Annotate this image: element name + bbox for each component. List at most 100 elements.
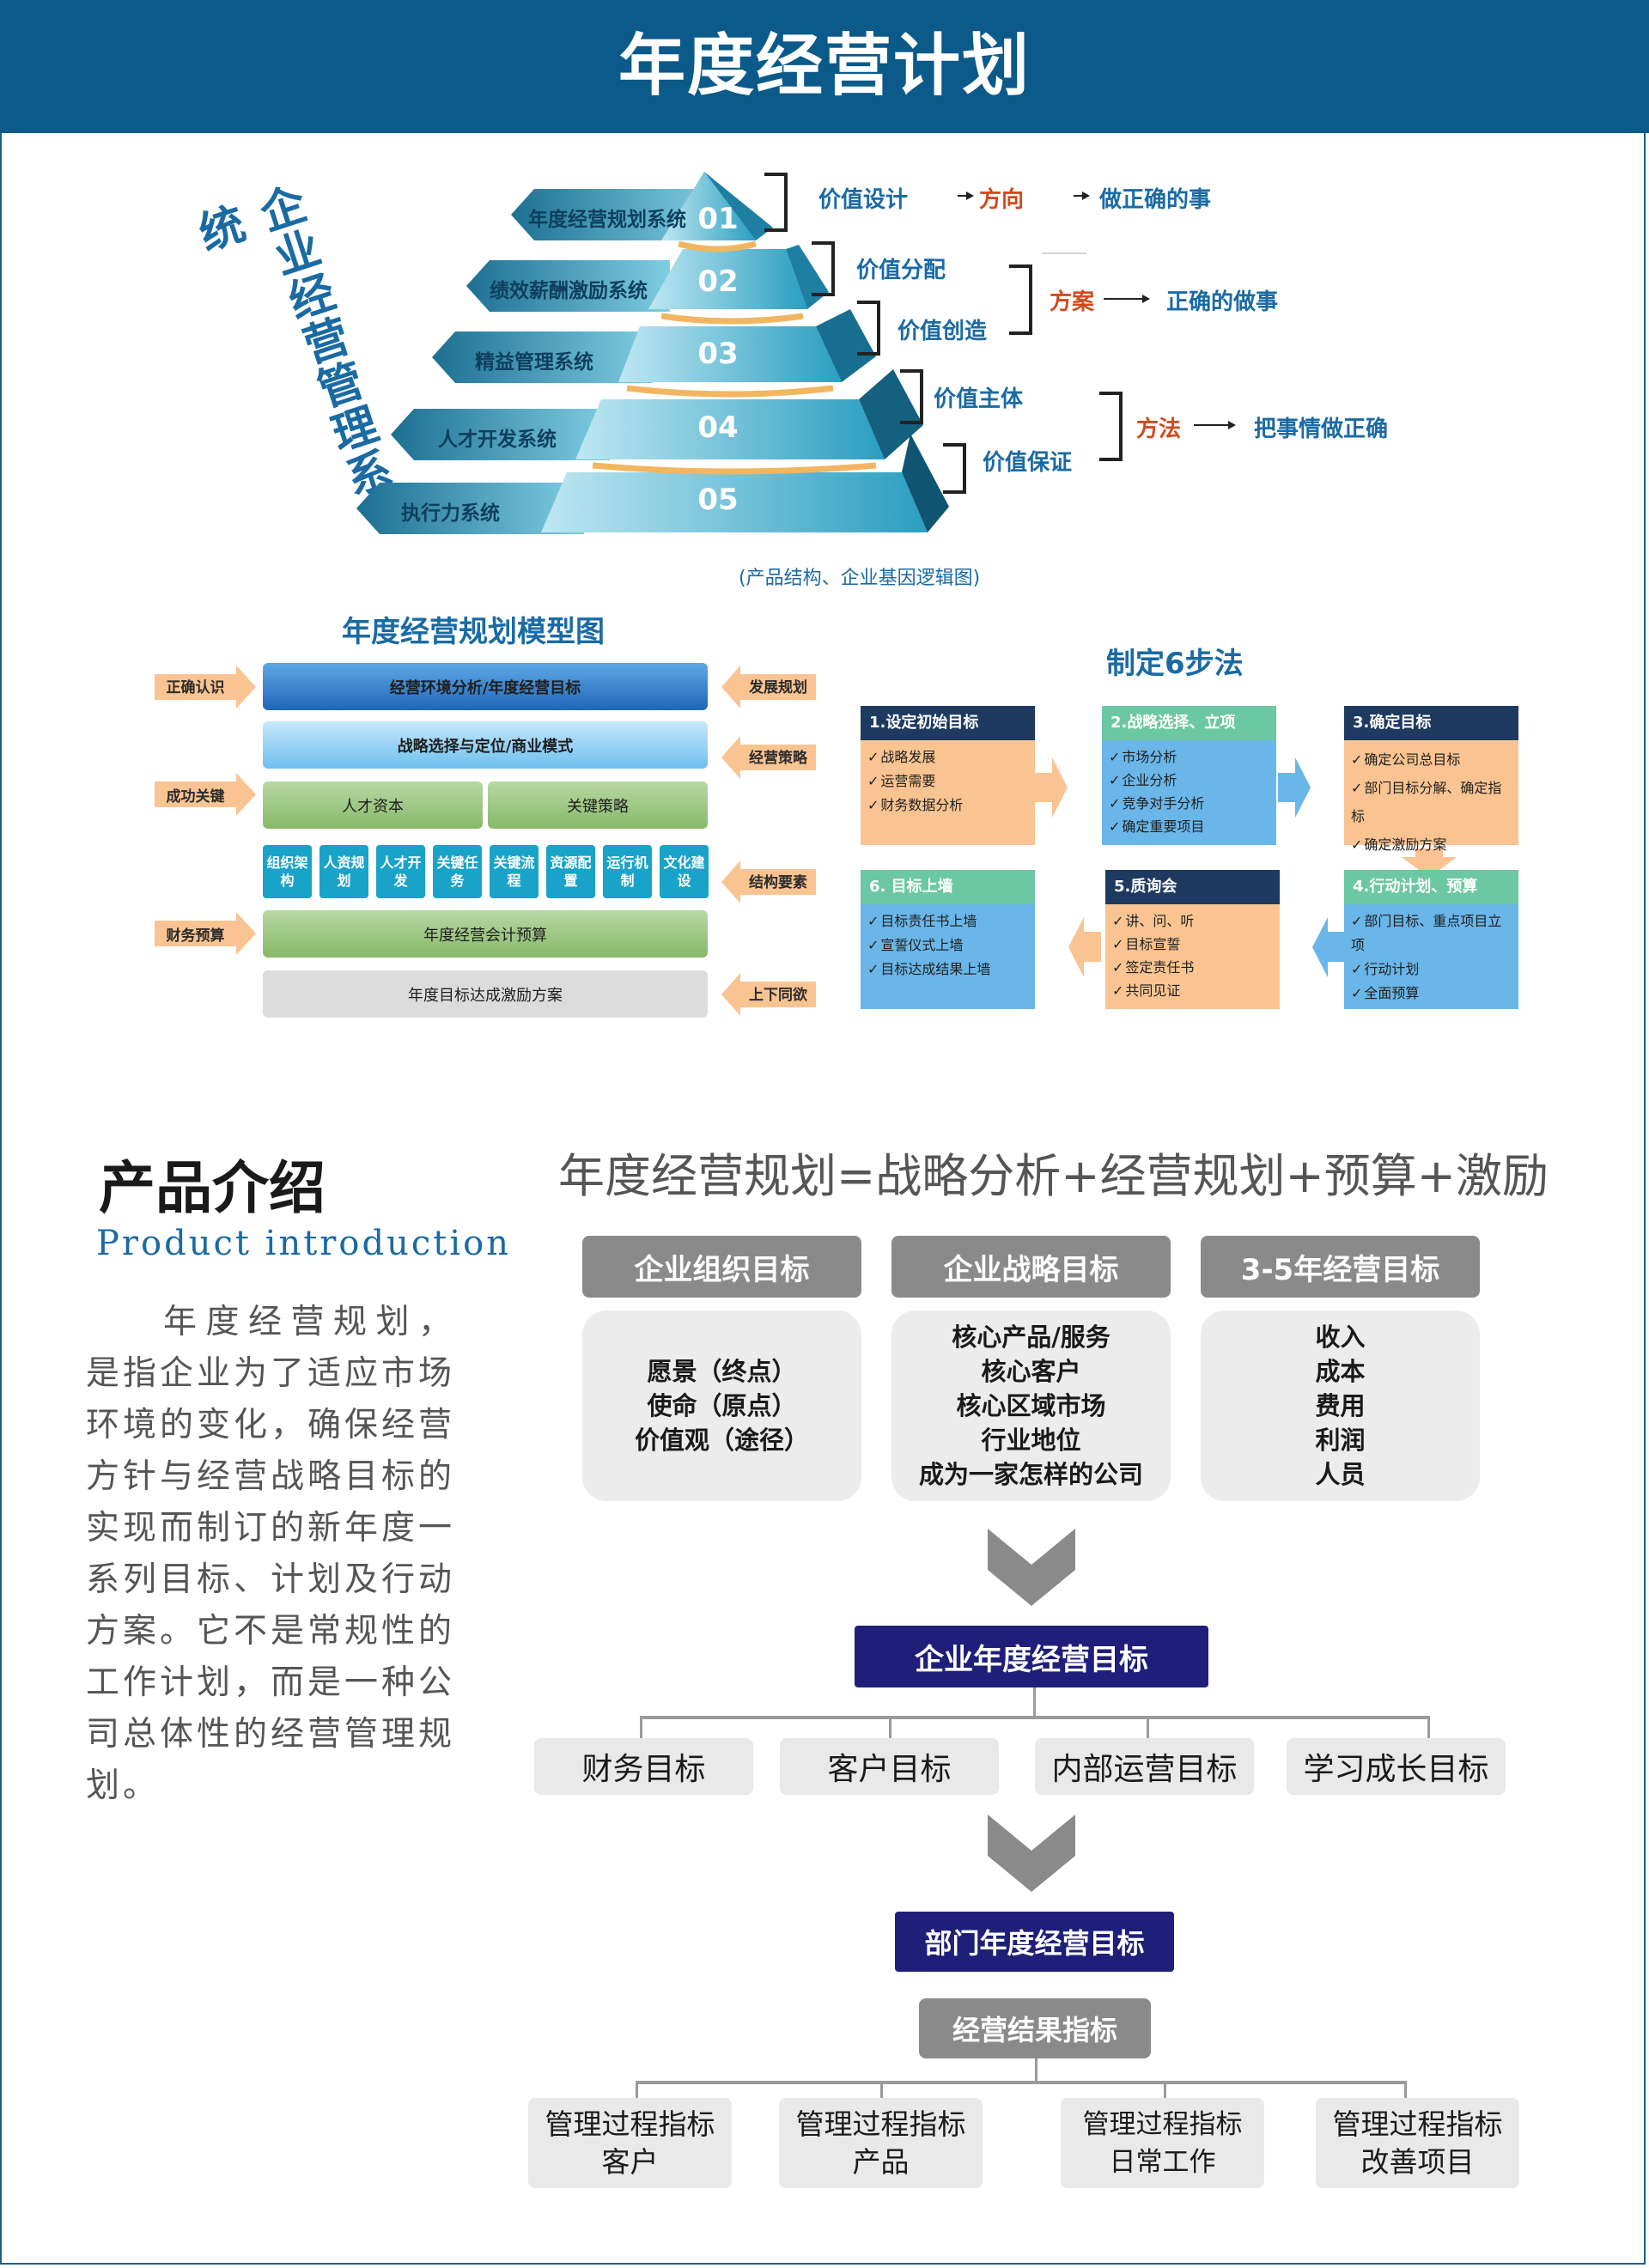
tag-shared-goal: 上下同欲	[749, 986, 807, 1004]
small-box-org: 组织架构	[263, 845, 312, 898]
process-label: 管理过程指标	[545, 2107, 715, 2141]
tree-line	[1427, 1716, 1430, 1738]
pyramid-label-2: 绩效薪酬激励系统	[490, 279, 648, 302]
tag-correct-understanding: 正确认识	[166, 678, 225, 696]
goal-line: 核心产品/服务	[952, 1322, 1110, 1352]
goal-line: 愿景（终点）	[647, 1357, 797, 1386]
process-daily-work: 管理过程指标 日常工作	[1061, 2098, 1264, 2188]
text-direction: 方向	[979, 187, 1025, 213]
step-3-head: 3.确定目标	[1344, 706, 1518, 740]
small-box-culture: 文化建设	[660, 845, 709, 898]
process-label: 管理过程指标	[1082, 2108, 1243, 2140]
pyramid-label-4: 人才开发系统	[438, 428, 557, 451]
step-5-item: 共同见证	[1112, 979, 1273, 1002]
step-2: 2.战略选择、立项 市场分析 企业分析 竞争对手分析 确定重要项目	[1102, 706, 1276, 845]
model-title: 年度经营规划模型图	[342, 615, 605, 649]
step-4-head: 4.行动计划、预算	[1344, 870, 1518, 904]
bracket-3a	[900, 369, 923, 424]
pyramid-tier-2	[648, 249, 807, 309]
steps-title: 制定6步法	[1106, 647, 1244, 681]
page-title: 年度经营计划	[618, 27, 1031, 105]
tag-structural-elements: 结构要素	[749, 873, 807, 891]
step-arrow-2-3	[1278, 757, 1311, 818]
step-4-item: 全面预算	[1351, 982, 1512, 1006]
pyramid-caption: (产品结构、企业基因逻辑图)	[739, 568, 981, 589]
tree-line	[1035, 2058, 1037, 2083]
pyramid-num-2: 02	[697, 264, 739, 299]
step-4-body: 部门目标、重点项目立项 行动计划 全面预算	[1344, 904, 1518, 1009]
pyramid-num-3: 03	[697, 337, 739, 371]
bracket-3b	[943, 443, 966, 494]
tree-line	[636, 2081, 1406, 2084]
step-4-item: 部门目标、重点项目立项	[1351, 909, 1512, 958]
step-6-item: 宣誓仪式上墙	[867, 933, 1028, 958]
step-1-item: 运营需要	[867, 769, 1028, 793]
goal-head-strategy: 企业战略目标	[891, 1236, 1171, 1298]
step-arrow-1-2	[1035, 757, 1068, 818]
bracket-1	[764, 173, 788, 232]
step-2-item: 企业分析	[1109, 769, 1269, 792]
step-3-body: 确定公司总目标 部门目标分解、确定指标 确定激励方案	[1344, 740, 1518, 853]
model-bar-key-strategy: 关键策略	[488, 781, 708, 829]
pyramid-tier-4-side	[859, 369, 923, 459]
process-label: 管理过程指标	[1332, 2107, 1503, 2141]
tree-line	[1404, 2081, 1407, 2098]
tree-line	[640, 1716, 1430, 1719]
small-box-key-process: 关键流程	[490, 845, 539, 898]
pyramid-num-5: 05	[697, 483, 739, 517]
text-do-well: 把事情做正确	[1254, 417, 1389, 442]
goal-body-strategy: 核心产品/服务 核心客户 核心区域市场 行业地位 成为一家怎样的公司	[891, 1310, 1171, 1501]
step-4: 4.行动计划、预算 部门目标、重点项目立项 行动计划 全面预算	[1344, 870, 1518, 1009]
step-arrow-5-6	[1068, 917, 1101, 977]
pyramid-label-1: 年度经营规划系统	[528, 208, 686, 231]
tag-arrow-left-2	[155, 773, 256, 816]
model-bar-budget: 年度经营会计预算	[263, 910, 708, 958]
process-sub: 日常工作	[1109, 2146, 1216, 2178]
header-bar: 年度经营计划	[0, 0, 1649, 133]
tag-arrow-right-4	[721, 973, 816, 1016]
tag-arrow-left-1	[155, 666, 256, 708]
step-5: 5.质询会 讲、问、听 目标宣誓 签定责任书 共同见证	[1105, 870, 1280, 1009]
goal-line: 行业地位	[981, 1426, 1081, 1455]
goal-line: 人员	[1315, 1460, 1366, 1489]
goal-line: 成本	[1315, 1357, 1366, 1386]
pyramid-arrow-1	[511, 189, 713, 240]
goal-line: 利润	[1315, 1426, 1366, 1455]
text-value-guarantee: 价值保证	[983, 450, 1073, 476]
goal-internal-operation: 内部运营目标	[1035, 1738, 1254, 1795]
text-plan: 方案	[1050, 289, 1095, 315]
process-improvement: 管理过程指标 改善项目	[1316, 2098, 1519, 2188]
model-bar-environment: 经营环境分析/年度经营目标	[263, 663, 708, 710]
tag-success-key: 成功关键	[166, 787, 225, 806]
bracket-2b	[857, 301, 880, 356]
step-arrow-4-5	[1312, 917, 1345, 977]
tree-line	[1164, 2081, 1166, 2098]
step-1-body: 战略发展 运营需要 财务数据分析	[861, 740, 1035, 845]
tag-arrow-left-3	[155, 912, 256, 955]
step-1: 1.设定初始目标 战略发展 运营需要 财务数据分析	[861, 706, 1035, 845]
tag-arrow-right-2	[721, 736, 816, 779]
pyramid-separator-2	[660, 313, 804, 325]
step-3-item: 确定激励方案	[1351, 830, 1512, 859]
pyramid-tier-1	[661, 172, 756, 240]
annual-goal-box: 企业年度经营目标	[855, 1626, 1208, 1687]
pyramid-arrow-3	[432, 331, 653, 383]
goal-learning-growth: 学习成长目标	[1287, 1738, 1506, 1795]
goal-financial: 财务目标	[534, 1738, 753, 1795]
pyramid-tier-5	[541, 472, 928, 532]
step-5-body: 讲、问、听 目标宣誓 签定责任书 共同见证	[1105, 904, 1280, 1009]
chevron-down-icon	[988, 1529, 1075, 1606]
step-1-item: 财务数据分析	[867, 793, 1028, 818]
pyramid-separator-4	[592, 462, 877, 475]
goal-line: 核心区域市场	[956, 1391, 1106, 1420]
dept-goal-box: 部门年度经营目标	[895, 1912, 1174, 1972]
small-box-hr: 人资规划	[319, 845, 368, 898]
formula-heading: 年度经营规划=战略分析+经营规划+预算+激励	[558, 1149, 1549, 1203]
step-2-head: 2.战略选择、立项	[1102, 706, 1276, 740]
step-6-item: 目标责任书上墙	[867, 909, 1028, 933]
goal-head-3-5-year: 3-5年经营目标	[1201, 1236, 1480, 1298]
model-bar-strategy: 战略选择与定位/商业模式	[263, 721, 708, 769]
step-5-item: 签定责任书	[1112, 956, 1273, 979]
bracket-2a	[812, 241, 835, 296]
chevron-down-icon	[988, 1815, 1075, 1892]
